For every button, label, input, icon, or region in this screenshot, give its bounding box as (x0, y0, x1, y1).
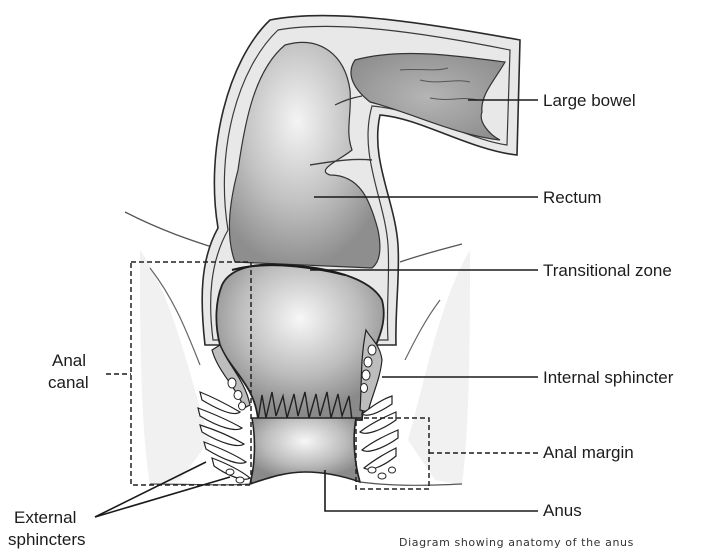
label-anus: Anus (543, 500, 582, 521)
diagram-caption: Diagram showing anatomy of the anus (399, 536, 634, 549)
levator-line-left (125, 212, 215, 248)
label-external-sphincters-line2: sphincters (8, 529, 85, 550)
label-external-sphincters-line1: External (14, 507, 76, 528)
label-anal-canal-line1: Anal (52, 350, 86, 371)
levator-line-right (400, 244, 462, 262)
lower-anal-canal (250, 418, 360, 484)
label-internal-sphincter: Internal sphincter (543, 367, 673, 388)
label-rectum: Rectum (543, 187, 602, 208)
label-anal-margin: Anal margin (543, 442, 634, 463)
label-large-bowel: Large bowel (543, 90, 636, 111)
skin-surface (150, 482, 462, 485)
label-transitional-zone: Transitional zone (543, 260, 672, 281)
label-anal-canal-line2: canal (48, 372, 89, 393)
